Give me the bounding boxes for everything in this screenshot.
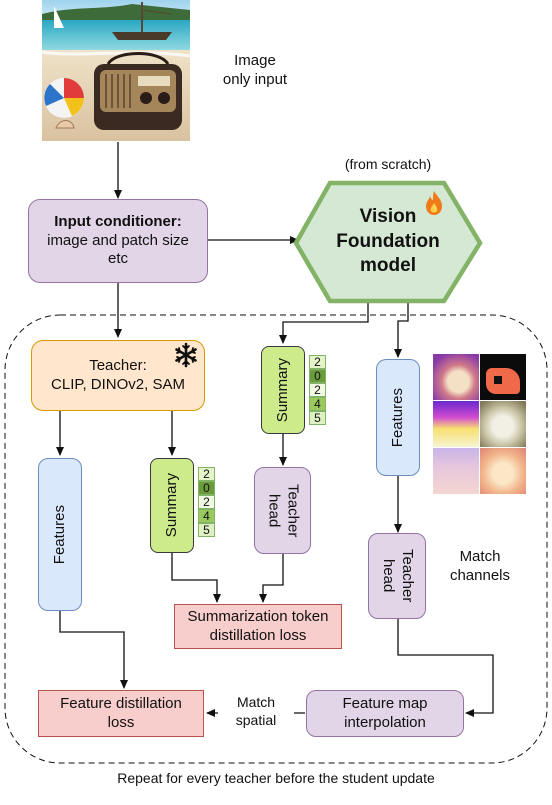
vector-cell: 2 <box>198 467 215 481</box>
input-conditioner-box: Input conditioner: image and patch size … <box>28 199 208 283</box>
teacher-summary-box: Summary <box>150 458 194 553</box>
vfm-label: Vision Foundation model <box>336 206 440 277</box>
input-conditioner-title: Input conditioner: <box>54 212 182 230</box>
feature-heatmaps <box>433 354 526 495</box>
vector-cell: 5 <box>309 411 326 425</box>
repeat-frame <box>4 314 548 764</box>
teacher-summary-vector: 2 0 2 4 5 <box>198 467 215 537</box>
student-summary-vector: 2 0 2 4 5 <box>309 355 326 425</box>
teacher-features-label: Features <box>50 504 68 565</box>
teacher-box: Teacher: CLIP, DINOv2, SAM <box>31 340 205 411</box>
heatmap-tile <box>433 354 479 400</box>
student-summary-label: Summary <box>273 357 291 423</box>
student-features-box: Features <box>376 359 420 476</box>
vector-cell: 0 <box>309 369 326 383</box>
vector-cell: 4 <box>198 509 215 523</box>
features-teacher-head-box: Teacher head <box>368 533 426 619</box>
student-summary-box: Summary <box>261 346 305 434</box>
input-conditioner-body: image and patch size etc <box>47 231 189 268</box>
heatmap-tile <box>480 401 526 447</box>
vector-cell: 2 <box>309 383 326 397</box>
features-teacher-head-label: Teacher head <box>380 549 416 603</box>
summary-teacher-head-box: Teacher head <box>254 467 311 554</box>
teacher-features-box: Features <box>38 458 82 611</box>
match-spatial-label: Match spatial <box>218 694 294 729</box>
heatmap-tile <box>433 401 479 447</box>
match-channels-label: Match channels <box>449 548 511 584</box>
vector-cell: 4 <box>309 397 326 411</box>
vector-cell: 5 <box>198 523 215 537</box>
from-scratch-label: (from scratch) <box>344 156 432 172</box>
image-label: Image only input <box>222 52 288 88</box>
snowflake-icon <box>175 342 197 368</box>
summary-teacher-head-label: Teacher head <box>265 483 302 538</box>
vector-cell: 2 <box>309 355 326 369</box>
summarization-loss-box: Summarization token distillation loss <box>174 604 342 649</box>
heatmap-tile <box>433 448 479 494</box>
vector-cell: 2 <box>198 495 215 509</box>
student-features-label: Features <box>388 387 406 448</box>
flame-icon <box>426 191 442 215</box>
interpolation-box: Feature map interpolation <box>306 690 464 737</box>
feature-loss-box: Feature distillation loss <box>38 690 204 737</box>
vector-cell: 0 <box>198 481 215 495</box>
beach-photo <box>42 0 190 141</box>
teacher-summary-label: Summary <box>162 473 180 538</box>
heatmap-tile <box>480 448 526 494</box>
repeat-caption: Repeat for every teacher before the stud… <box>117 770 435 786</box>
heatmap-tile <box>480 354 526 400</box>
